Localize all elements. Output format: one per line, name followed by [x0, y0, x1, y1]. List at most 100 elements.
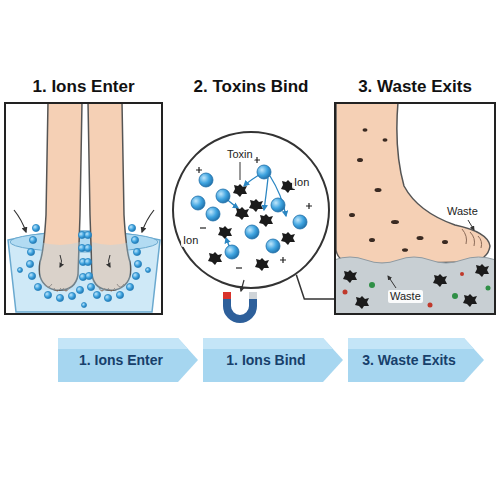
- foot-bath-part: [8, 231, 160, 312]
- molecule-view-part-part: [206, 207, 220, 221]
- foot-bath-part-part: [84, 231, 91, 238]
- foot-bath-part-part: [26, 260, 33, 267]
- step-label: 1. Ions Bind: [226, 352, 305, 368]
- foot-side-part: [343, 290, 348, 295]
- foot-side-part: [452, 293, 458, 299]
- molecule-view-part-part: [293, 215, 307, 229]
- foot-side-part: [428, 303, 433, 308]
- foot-bath-part-part: [131, 236, 138, 243]
- molecule-view-part-part: [199, 173, 213, 187]
- arrow-fill: [348, 338, 484, 382]
- foot-side-part-part: [349, 213, 355, 217]
- foot-side-part: [343, 264, 489, 309]
- panel-heading: 1. Ions Enter: [32, 77, 134, 97]
- foot-bath-part: [18, 224, 151, 307]
- foot-side-part-part: [343, 270, 357, 283]
- arrow-shine: [348, 338, 474, 349]
- foot-side-part-part: [357, 158, 363, 162]
- foot-bath-part: [40, 242, 80, 290]
- step-label: 1. Ions Enter: [79, 352, 163, 368]
- step-arrow: 3. Waste Exits: [348, 338, 484, 382]
- foot-bath-part-part: [104, 294, 111, 301]
- foot-bath-part: [109, 255, 111, 267]
- molecule-view-part: [223, 292, 231, 299]
- molecule-view-part-part: [216, 189, 230, 203]
- foot-side-part: [462, 229, 482, 248]
- foot-side-part-part: [391, 220, 399, 224]
- foot-side-part-part: [355, 296, 369, 309]
- foot-bath-part-part: [134, 260, 141, 267]
- foot-side-part-part: [463, 294, 477, 307]
- panel-heading: 2. Toxins Bind: [194, 77, 309, 97]
- molecule-view-part: [208, 180, 295, 271]
- step-arrow: 1. Ions Enter: [58, 338, 198, 382]
- foot-side-part: [460, 272, 464, 276]
- foot-bath-part-part: [132, 272, 139, 279]
- foot-bath-part: [142, 210, 154, 232]
- foot-bath-part: [60, 255, 62, 267]
- molecule-view-part-part: [254, 157, 260, 163]
- foot-bath-part-part: [93, 291, 100, 298]
- molecule-view-part-part: [200, 227, 206, 228]
- foot-side-part: [388, 276, 396, 288]
- foot-side-part-part: [369, 238, 375, 242]
- callout-label: Waste: [388, 290, 423, 303]
- foot-bath-part-part: [126, 283, 133, 290]
- step-label: 3. Waste Exits: [362, 352, 456, 368]
- foot-side-part: [369, 282, 375, 288]
- foot-bath-part-part: [34, 283, 41, 290]
- molecule-view-part-part: [266, 239, 280, 253]
- molecule-view: [173, 132, 329, 319]
- molecule-view-part: [240, 162, 241, 180]
- foot-side-part: [486, 286, 491, 291]
- foot-side-part: [349, 128, 448, 252]
- molecule-view-part: [249, 292, 257, 299]
- molecule-view-part-part: [257, 165, 271, 179]
- step-arrow: 1. Ions Bind: [203, 338, 343, 382]
- callout-label: Ion: [181, 234, 200, 247]
- foot-side-part-part: [442, 240, 448, 244]
- foot-bath-part-part: [44, 291, 51, 298]
- foot-bath-part-part: [84, 258, 91, 265]
- molecule-view-part-part: [245, 225, 259, 239]
- foot-bath-part-part: [128, 224, 135, 231]
- zoom-connector: [296, 275, 334, 299]
- molecule-view-part: [223, 172, 286, 252]
- foot-bath-part-part: [18, 268, 23, 273]
- foot-bath-part: [92, 242, 130, 290]
- arrow-fill: [203, 338, 343, 382]
- foot-bath-part-part: [87, 283, 94, 290]
- foot-side: [334, 102, 496, 315]
- foot-bath-part-part: [76, 286, 83, 293]
- foot-bath-part-part: [133, 248, 140, 255]
- foot-bath-part-part: [85, 272, 92, 279]
- molecule-view-part-part: [255, 258, 269, 271]
- molecule-view-part-part: [196, 167, 202, 173]
- foot-side-part: [468, 220, 474, 230]
- foot-bath-part-part: [84, 244, 91, 251]
- foot-bath-part-part: [27, 248, 34, 255]
- foot-bath-part-part: [68, 292, 75, 299]
- molecule-view-part-part: [306, 203, 312, 209]
- foot-side-part-part: [363, 128, 368, 132]
- molecule-view-part-part: [281, 232, 295, 245]
- foot-bath-part: [4, 102, 163, 315]
- molecule-view-part: [241, 280, 244, 291]
- foot-bath-part-part: [28, 272, 35, 279]
- molecule-view-part-part: [280, 257, 286, 263]
- callout-label: Waste: [445, 205, 480, 218]
- foot-side-part-part: [433, 274, 447, 287]
- foot-side-part-part: [375, 188, 382, 192]
- foot-side-part: [334, 257, 496, 315]
- molecule-view-part-part: [218, 226, 232, 239]
- foot-side-part-part: [417, 236, 424, 240]
- molecule-view-part-part: [233, 184, 247, 197]
- foot-bath-part-part: [32, 224, 39, 231]
- foot-bath-part-part: [82, 303, 87, 308]
- molecule-view-part-part: [208, 252, 222, 265]
- molecule-view-part-part: [235, 207, 249, 220]
- arrow-shine: [58, 338, 188, 349]
- molecule-view-part-part: [249, 199, 263, 212]
